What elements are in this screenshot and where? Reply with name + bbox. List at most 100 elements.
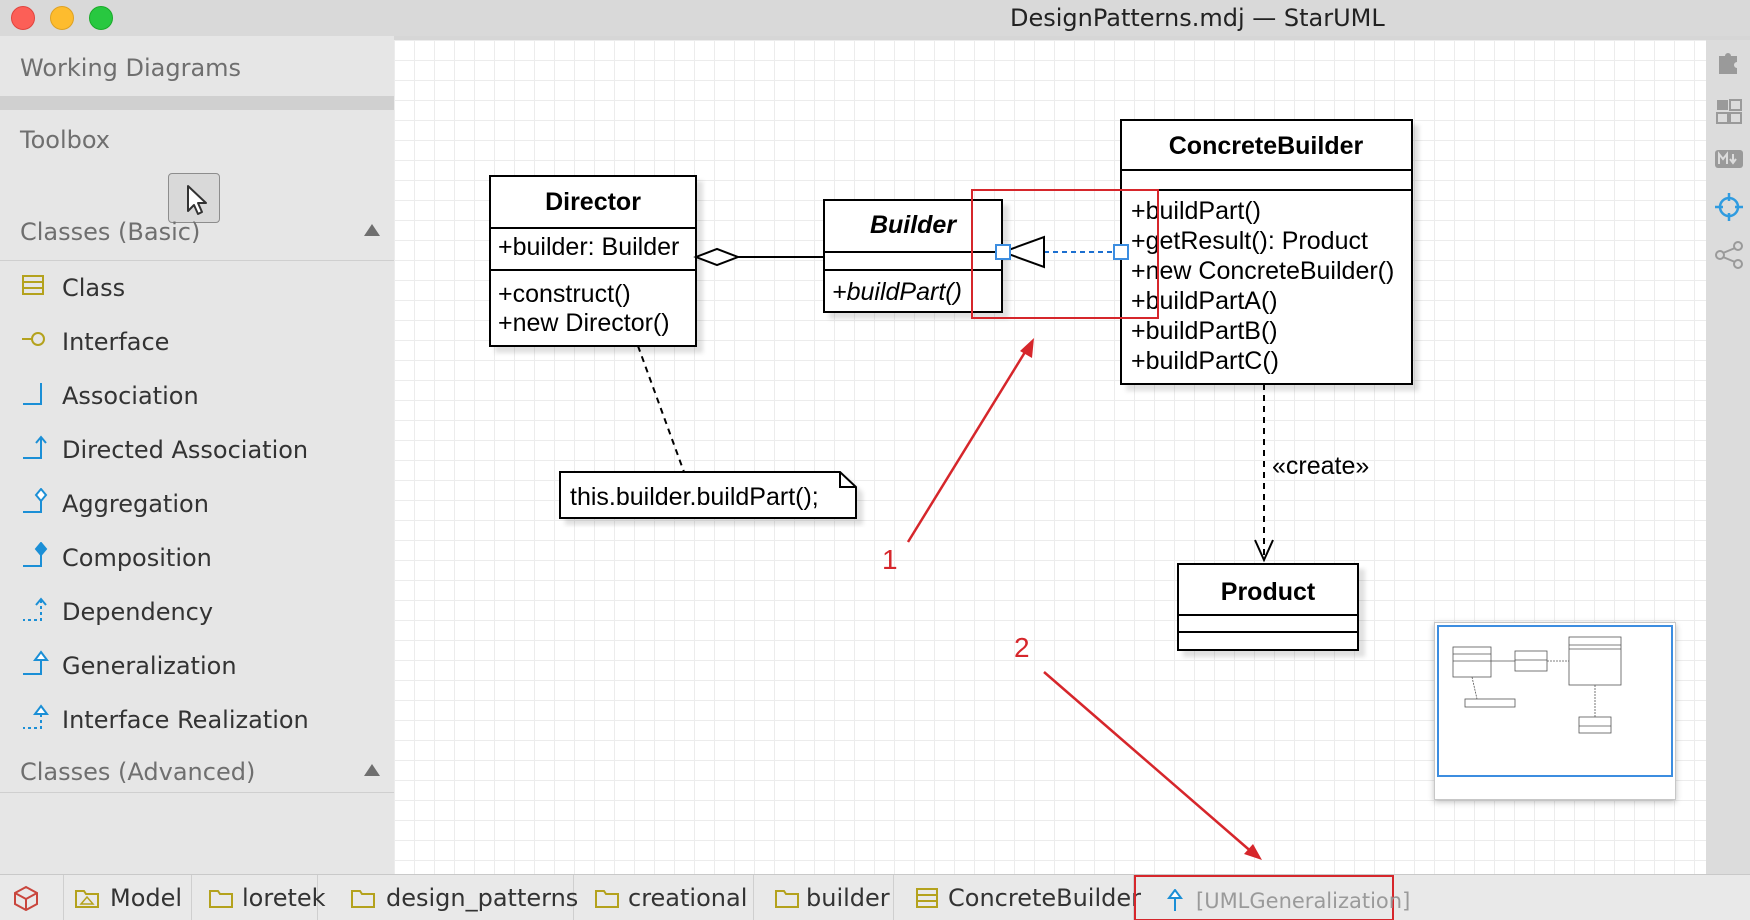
crumb-model[interactable]: Model [64,875,192,920]
interface-realization-icon [23,704,49,729]
concretebuilder-operation: +getResult(): Product [1131,227,1368,255]
tool-aggregation-label: Aggregation [62,490,209,518]
tool-dependency[interactable]: Dependency [20,590,380,634]
tool-dependency-label: Dependency [62,598,214,626]
class-product[interactable] [1177,563,1359,651]
director-operation: +new Director() [498,309,670,337]
tool-generalization[interactable]: Generalization [20,644,380,688]
markdown-icon[interactable] [1714,144,1744,174]
generalization-connector[interactable] [995,235,1129,269]
crumb-concretebuilder[interactable]: ConcreteBuilder [894,875,1141,920]
folder-icon [209,890,233,908]
classes-advanced-header[interactable]: Classes (Advanced) [20,758,256,786]
director-attribute: +builder: Builder [498,233,679,261]
concretebuilder-operation: +buildPart() [1131,197,1261,225]
window-title: DesignPatterns.mdj — StarUML [1010,4,1385,32]
toolbox-header: Toolbox [20,126,110,154]
association-icon [23,383,42,405]
select-tool-button[interactable] [168,173,220,223]
folder-icon [351,890,375,908]
crosshair-icon[interactable] [1714,192,1744,222]
minimap[interactable] [1434,622,1676,800]
dependency-icon [23,597,47,621]
crumb-builder[interactable]: builder [754,875,894,920]
tool-aggregation[interactable]: Aggregation [20,482,380,526]
highlight-box [971,189,1159,319]
annotation-arrow-1 [906,338,1034,543]
section-separator [0,260,394,261]
tool-interface-realization[interactable]: Interface Realization [20,698,380,742]
window-maximize-button[interactable] [89,6,113,30]
working-diagrams-header[interactable]: Working Diagrams [20,54,242,82]
class-icon [916,888,938,908]
product-name: Product [1221,578,1316,606]
tool-directed-association[interactable]: Directed Association [20,428,380,472]
minimap-viewport[interactable] [1437,625,1673,777]
crumb-label: loretek [242,884,326,912]
layout-icon[interactable] [1714,96,1744,126]
composition-icon [23,542,48,567]
builder-operation: +buildPart() [832,278,962,306]
tool-interface[interactable]: Interface [20,320,380,364]
crumb-label: builder [806,884,890,912]
note-text: this.builder.buildPart(); [570,483,819,511]
collapse-classes-basic-icon[interactable] [364,224,380,236]
directed-association-icon [23,435,47,459]
classes-basic-header[interactable]: Classes (Basic) [20,218,201,246]
model-icon [75,890,99,908]
aggregation-connector[interactable] [693,247,824,267]
tool-directed-association-label: Directed Association [62,436,309,464]
note-link[interactable] [637,345,685,473]
tool-association-label: Association [62,382,199,410]
tool-composition-label: Composition [62,544,212,572]
tool-association[interactable]: Association [20,374,380,418]
builder-name: Builder [870,211,957,239]
annotation-arrow-2 [1043,671,1262,860]
generalization-icon [23,650,49,675]
generalization-icon [1167,889,1183,911]
project-root-crumb[interactable] [0,875,64,920]
class-diagram: Director +builder: Builder +construct() … [489,119,1413,860]
tool-class[interactable]: Class [20,266,380,310]
selection-handle[interactable] [995,244,1011,260]
share-icon[interactable] [1714,240,1744,270]
interface-icon [22,332,45,346]
tool-composition[interactable]: Composition [20,536,380,580]
minimap-preview [1452,636,1622,734]
create-stereotype-label: «create» [1272,452,1369,480]
note-element[interactable] [559,471,857,519]
class-director[interactable] [489,175,697,347]
selection-handle[interactable] [1113,244,1129,260]
sidebar-divider[interactable] [0,96,394,110]
tool-interface-label: Interface [62,328,170,356]
concretebuilder-name: ConcreteBuilder [1169,132,1364,160]
crumb-loretek[interactable]: loretek [192,875,326,920]
crumb-label: [UMLGeneralization] [1196,889,1411,913]
class-concretebuilder[interactable] [1120,119,1413,385]
folder-icon [595,890,619,908]
concretebuilder-operation: +buildPartB() [1131,317,1278,345]
right-toolbar [1706,40,1750,874]
dependency-connector[interactable] [1254,384,1274,563]
aggregation-icon [23,488,48,513]
extensions-icon[interactable] [1714,48,1744,78]
concretebuilder-operation: +buildPartC() [1131,347,1279,375]
crumb-design-patterns[interactable]: design_patterns [318,875,578,920]
concretebuilder-operation: +new ConcreteBuilder() [1131,257,1394,285]
annotation-label-1: 1 [882,544,898,575]
crumb-umlgeneralization[interactable]: [UMLGeneralization] [1134,875,1410,920]
tool-generalization-label: Generalization [62,652,237,680]
section-separator [0,792,394,793]
breadcrumb-bar: Model loretek design_patterns creational… [0,874,1750,920]
crumb-creational[interactable]: creational [574,875,754,920]
diagram-canvas[interactable]: Director +builder: Builder +construct() … [394,40,1706,874]
cursor-icon [187,185,207,215]
window-close-button[interactable] [11,6,35,30]
tool-interface-realization-label: Interface Realization [62,706,309,734]
class-icon [22,275,44,295]
window-minimize-button[interactable] [50,6,74,30]
title-bar: DesignPatterns.mdj — StarUML [0,0,1750,36]
crumb-label: ConcreteBuilder [948,884,1142,912]
project-cube-icon [14,885,38,911]
collapse-classes-advanced-icon[interactable] [364,764,380,776]
